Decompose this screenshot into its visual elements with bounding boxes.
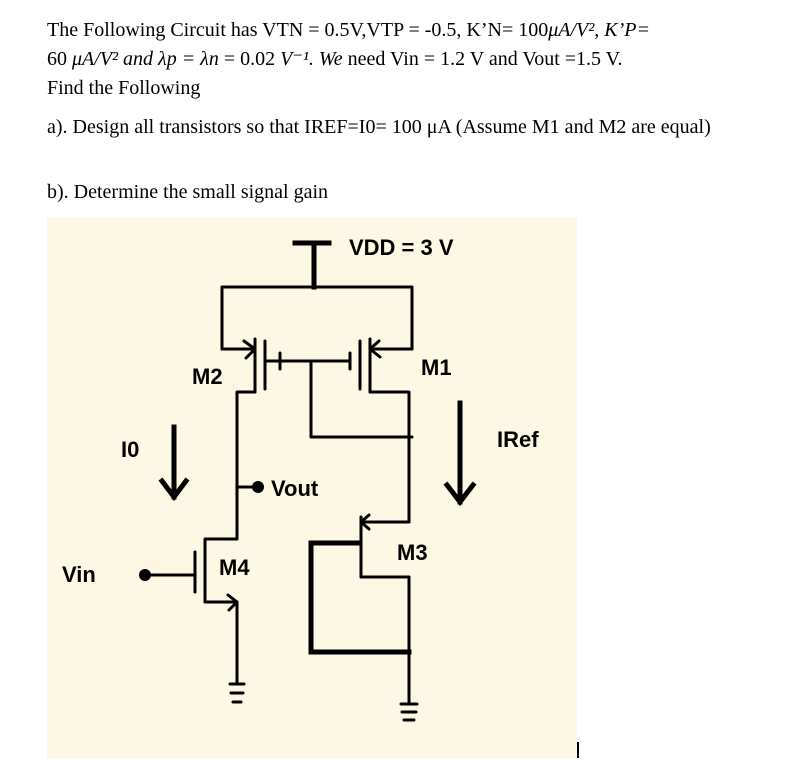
intro-text-5: = 0.02 <box>218 48 281 70</box>
m3-label: M3 <box>397 540 428 565</box>
vdd-supply-symbol <box>292 240 332 290</box>
vdd-label: VDD = 3 V <box>349 235 454 260</box>
problem-statement: The Following Circuit has VTN = 0.5V,VTP… <box>47 16 747 103</box>
transistor-m2 <box>220 337 267 477</box>
m2-label: M2 <box>192 364 223 389</box>
ground-symbol-left <box>228 682 246 704</box>
vdd-rail <box>220 285 414 351</box>
m1-label: M1 <box>421 355 452 380</box>
iref-current-arrow <box>443 400 477 507</box>
intro-text-1: The Following Circuit has VTN = 0.5V,VTP… <box>47 19 549 41</box>
transistor-m4 <box>148 473 239 684</box>
vin-label: Vin <box>62 562 96 587</box>
i0-current-arrow <box>158 424 190 502</box>
m4-label: M4 <box>219 555 250 580</box>
iref-label: IRef <box>497 427 539 452</box>
intro-text-8: Find the Following <box>47 77 201 99</box>
part-a: a). Design all transistors so that IREF=… <box>47 116 711 138</box>
transistor-m3 <box>308 513 412 704</box>
i0-label: I0 <box>121 437 139 462</box>
intro-text-7: need Vin = 1.2 V and Vout =1.5 V. <box>342 48 623 70</box>
ground-symbol-right <box>399 702 419 722</box>
transistor-m1 <box>358 337 414 524</box>
vout-label: Vout <box>271 476 319 501</box>
part-b: b). Determine the small signal gain <box>47 181 329 203</box>
vin-node <box>139 569 151 581</box>
intro-unit-kp-lambda: μA/V² and λp = λn <box>72 48 219 70</box>
intro-unit-kn: μA/V², K’P= <box>548 19 650 41</box>
gate-tie <box>263 351 414 439</box>
text-cursor <box>577 742 579 758</box>
intro-text-3: 60 <box>47 48 72 70</box>
vout-node <box>235 481 264 493</box>
circuit-schematic: VDD = 3 V M2 M1 <box>62 235 539 722</box>
intro-unit-lambda: V⁻¹. We <box>280 48 343 70</box>
circuit-diagram: VDD = 3 V M2 M1 <box>47 217 577 759</box>
